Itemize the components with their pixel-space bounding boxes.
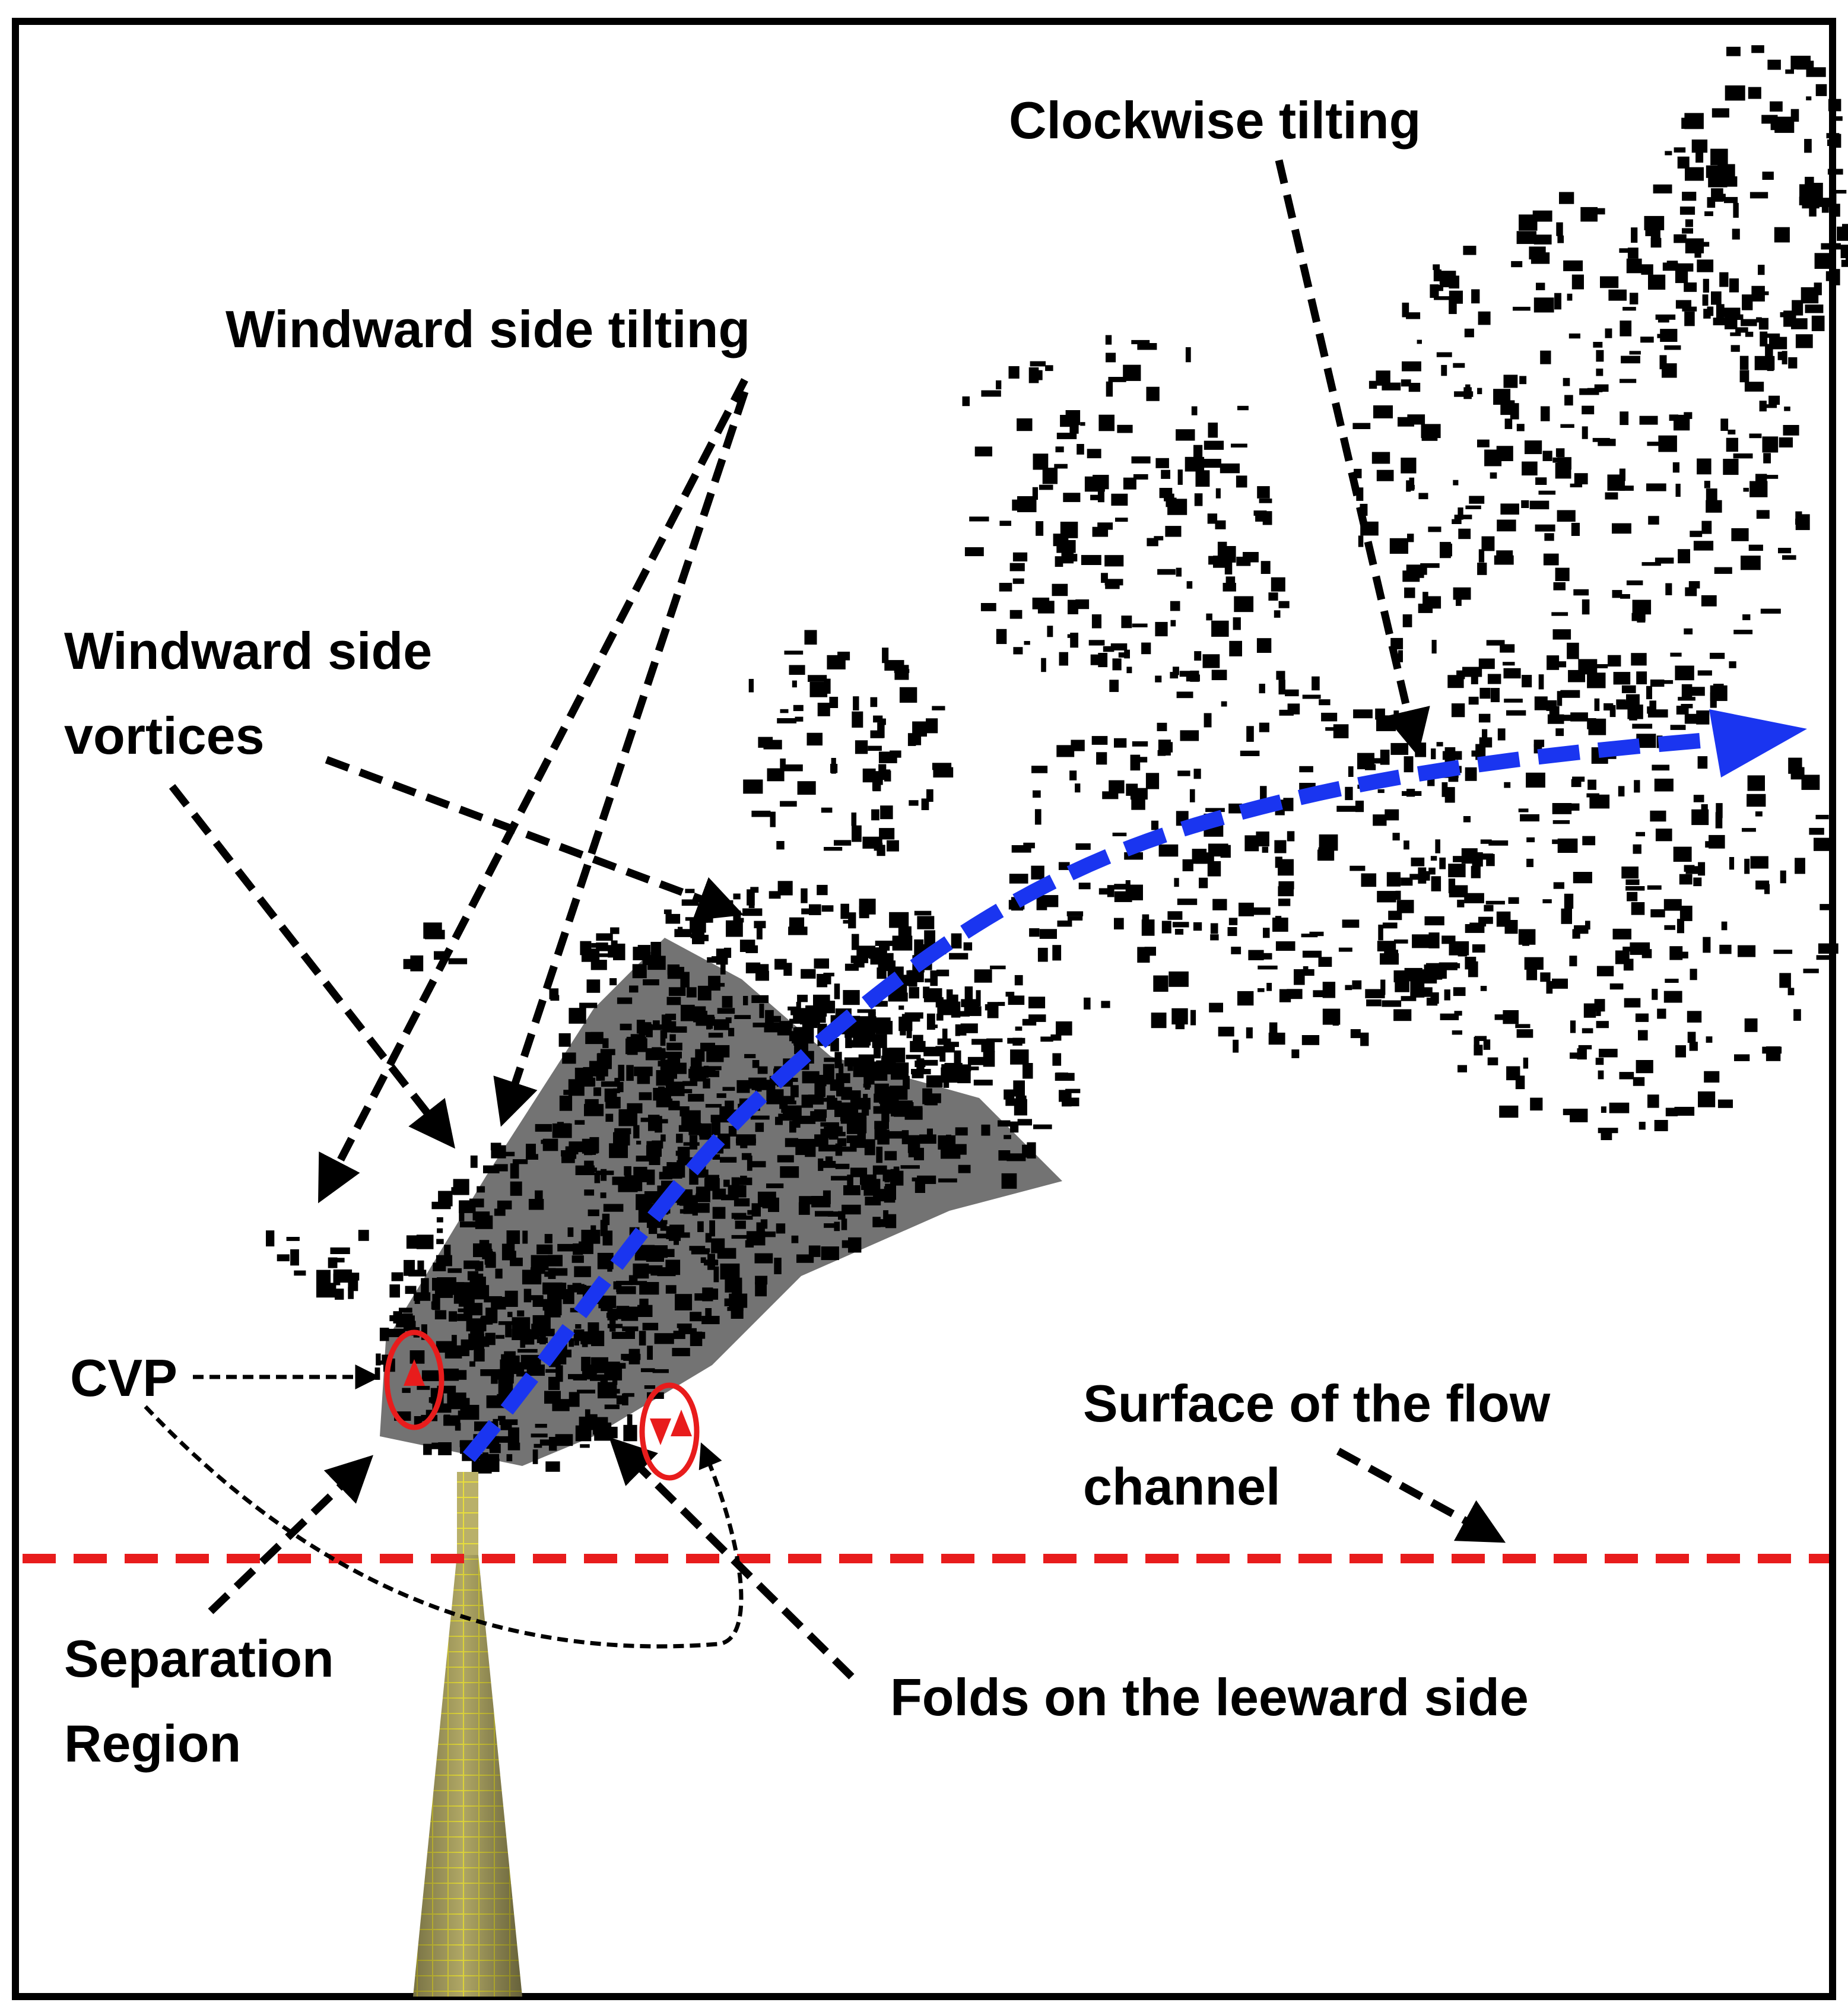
separation-arrow (208, 1455, 374, 1614)
thin-arrows (144, 1364, 744, 1649)
folds-arrow (609, 1437, 855, 1680)
nozzle-tube (457, 1472, 478, 1567)
label-windward-vortices-line1: Windward side (64, 621, 432, 680)
windward-tilting-arrow-2 (493, 390, 749, 1127)
leeward-vortex-rotation-ring-icon (639, 1382, 700, 1481)
trajectory-curve (462, 731, 1722, 1462)
jet-plume-texture (266, 45, 1848, 1474)
figure-frame (12, 18, 1836, 2000)
label-windward-vortices-line2: vortices (64, 706, 265, 765)
nozzle (413, 1472, 522, 1997)
label-surface-line2: channel (1083, 1457, 1281, 1516)
label-surface-line1: Surface of the flow (1083, 1374, 1551, 1433)
label-cvp: CVP (70, 1348, 177, 1407)
jet-trajectory (462, 709, 1807, 1462)
nozzle-cone-shade (413, 1555, 522, 1997)
windward-tilting-arrow-1 (318, 378, 748, 1204)
label-clockwise-tilting: Clockwise tilting (1009, 91, 1421, 150)
label-folds-leeward: Folds on the leeward side (890, 1668, 1529, 1727)
windward-vortices-arrow-1 (169, 783, 456, 1149)
trajectory-arrowhead-icon (1709, 709, 1807, 777)
surface-arrow (1336, 1448, 1506, 1543)
cvp-curve-arrow (144, 1405, 744, 1649)
clockwise-arrow (1275, 159, 1430, 756)
label-windward-side-tilting: Windward side tilting (226, 300, 750, 358)
windward-vortices-arrow-2 (325, 756, 744, 921)
cvp-vortex-rotation-ring-icon (384, 1329, 444, 1430)
label-separation-line1: Separation (64, 1629, 334, 1688)
label-separation-line2: Region (64, 1714, 241, 1773)
annotation-arrows (169, 159, 1506, 1680)
